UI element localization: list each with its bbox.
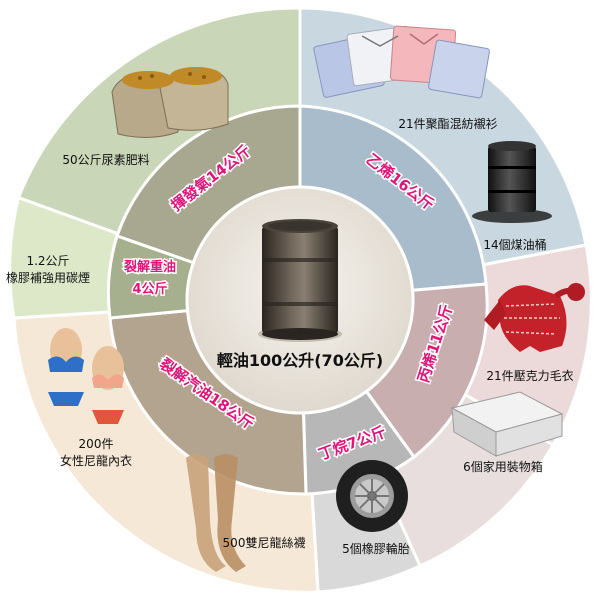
mid-label-heavy-oil-line2: 4公斤: [132, 281, 167, 297]
product-label-tire: 5個橡膠輪胎: [342, 541, 410, 556]
fertilizer-sacks-icon: [111, 67, 229, 138]
storage-box-icon: [450, 391, 564, 457]
product-label-box: 6個家用裝物箱: [463, 459, 543, 474]
center-label: 輕油100公升(70公斤): [217, 351, 383, 370]
product-label-lingerie-line2: 女性尼龍內衣: [60, 453, 132, 468]
lingerie-icon: [48, 328, 124, 424]
sweater-icon: [484, 283, 585, 352]
stockings-icon: [186, 454, 246, 572]
product-label-fertilizer: 50公斤尿素肥料: [62, 153, 149, 167]
product-label-sweater: 21件壓克力毛衣: [486, 368, 573, 383]
crude-barrel-icon: [258, 219, 342, 342]
tire-icon: [336, 460, 408, 532]
oil-barrel-icon: [472, 141, 552, 223]
product-label-stockings: 500雙尼龍絲襪: [223, 535, 306, 550]
product-label-carbon-line1: 1.2公斤: [26, 254, 69, 268]
folded-shirts-icon: [313, 25, 490, 99]
product-label-lingerie-line1: 200件: [79, 437, 114, 451]
product-label-shirts: 21件聚酯混紡襯衫: [398, 116, 497, 131]
product-label-oil-barrel: 14個煤油桶: [483, 237, 546, 252]
mid-label-heavy-oil-line1: 裂解重油: [123, 259, 176, 275]
product-label-carbon-line2: 橡膠補強用碳煙: [6, 271, 90, 285]
